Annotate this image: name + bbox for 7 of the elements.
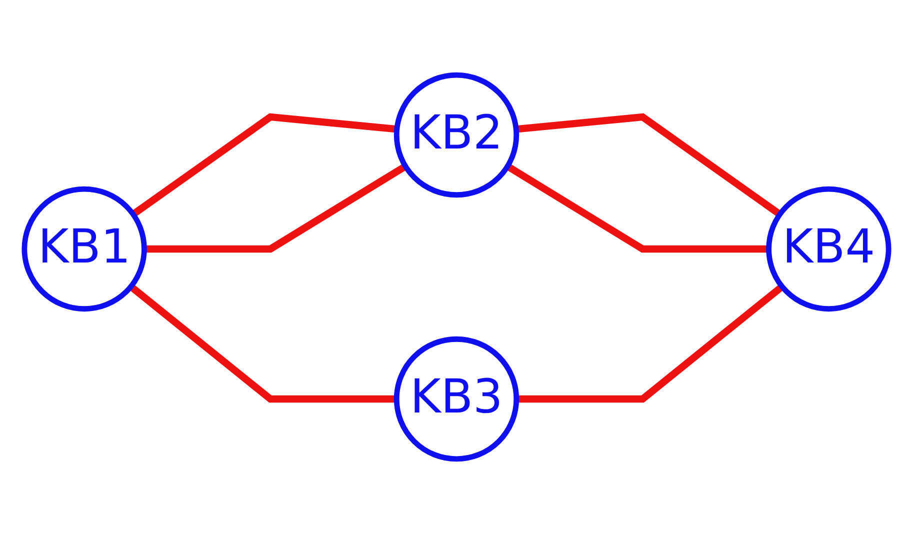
- connector: [144, 163, 408, 253]
- connector: [131, 113, 398, 218]
- diagram: KB1 KB2 KB3 KB4: [10, 10, 903, 524]
- node-circle: [394, 336, 520, 462]
- node-circle: [394, 72, 520, 198]
- node-circle: [22, 186, 147, 312]
- node-circle: [766, 186, 892, 312]
